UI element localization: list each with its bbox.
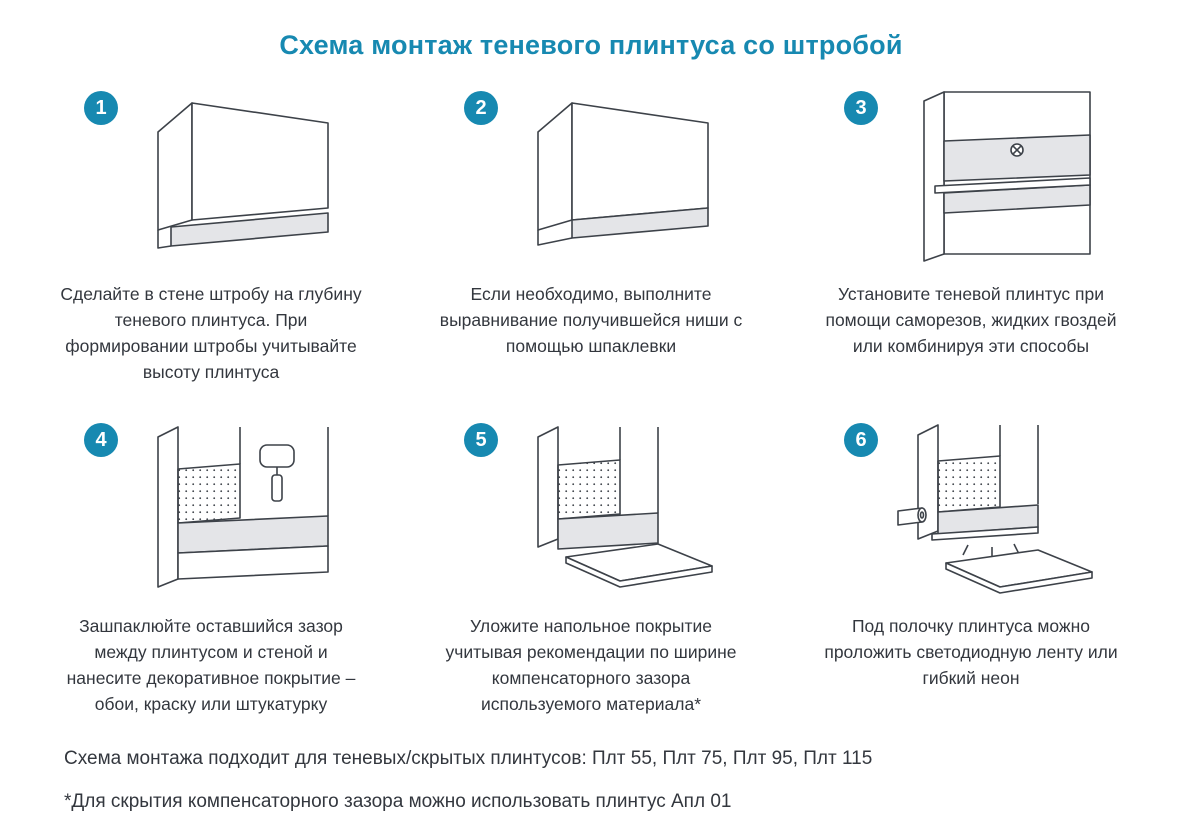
gap-cover-note: *Для скрытия компенсаторного зазора можн… [64, 791, 732, 812]
step-2-leveled-niche-illustration [537, 102, 709, 246]
step-1-number-badge: 1 [84, 91, 118, 125]
step-3-figure: 3 [844, 87, 1098, 267]
floor-panel [945, 549, 1093, 594]
step-4-figure: 4 [84, 419, 338, 599]
floor-panel [565, 543, 713, 588]
compatibility-note: Схема монтажа подходит для теневых/скрыт… [64, 748, 873, 769]
step-4-spackle-paint-illustration [157, 426, 329, 588]
step-5: 5 [406, 419, 776, 717]
step-3: 3 Установит [786, 87, 1156, 385]
paint-roller-icon [259, 444, 295, 502]
spackle-texture [937, 455, 1001, 513]
step-4-number-badge: 4 [84, 423, 118, 457]
spackle-texture [177, 463, 241, 524]
step-4-caption: Зашпаклюйте оставшийся зазор между плинт… [66, 616, 356, 714]
step-4: 4 [26, 419, 396, 717]
step-6-led-strip-illustration [897, 424, 1093, 594]
step-5-floor-covering-illustration [537, 426, 713, 588]
step-2: 2 Если необходимо, выполните выравнивани… [406, 87, 776, 385]
step-1-caption: Сделайте в стене штробу на глубину тенев… [60, 284, 362, 382]
step-2-figure: 2 [464, 87, 718, 267]
led-strip-roll-icon [897, 507, 927, 526]
steps-grid: 1 Сделайте в стене штробу на глубину тен… [26, 87, 1156, 717]
step-3-caption: Установите теневой плинтус при помощи са… [825, 284, 1117, 356]
step-2-number-badge: 2 [464, 91, 498, 125]
step-6-caption: Под полочку плинтуса можно проложить све… [824, 616, 1118, 688]
spackle-texture [557, 459, 621, 520]
step-2-caption: Если необходимо, выполните выравнивание … [439, 284, 743, 356]
step-1-figure: 1 [84, 87, 338, 267]
screw-icon [1010, 143, 1024, 157]
step-6: 6 [786, 419, 1156, 717]
step-3-screw-mount-illustration [923, 91, 1091, 262]
step-5-figure: 5 [464, 419, 718, 599]
step-1-groove-illustration [157, 102, 329, 249]
step-6-number-badge: 6 [844, 423, 878, 457]
step-5-caption: Уложите напольное покрытие учитывая реко… [445, 616, 737, 714]
step-1: 1 Сделайте в стене штробу на глубину тен… [26, 87, 396, 385]
page-title: Схема монтаж теневого плинтуса со штробо… [279, 30, 903, 60]
step-6-figure: 6 [844, 419, 1098, 599]
step-3-number-badge: 3 [844, 91, 878, 125]
step-5-number-badge: 5 [464, 423, 498, 457]
footnotes: Схема монтажа подходит для теневых/скрыт… [64, 747, 1182, 814]
